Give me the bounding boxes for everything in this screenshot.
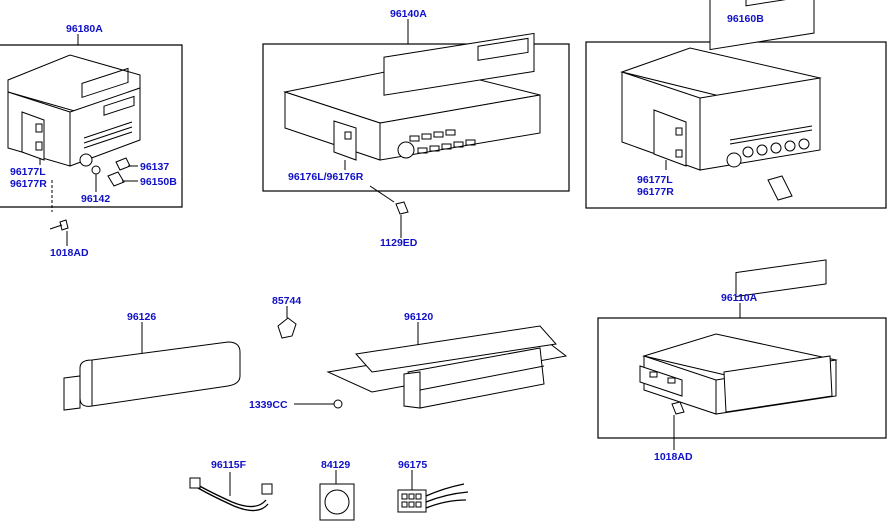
label-1018AD-top: 1018AD <box>50 247 89 259</box>
label-96160B: 96160B <box>727 13 764 25</box>
part-85744 <box>277 306 297 339</box>
label-96177L-left: 96177L <box>10 166 46 178</box>
part-96115F <box>189 472 273 512</box>
part-1339CC <box>294 399 343 409</box>
label-96126: 96126 <box>127 311 156 323</box>
assembly-96160B <box>585 0 887 209</box>
label-96120: 96120 <box>404 311 433 323</box>
label-96176L-96176R: 96176L/96176R <box>288 171 364 183</box>
assembly-96110A <box>597 259 887 450</box>
label-96115F: 96115F <box>211 459 247 471</box>
label-85744: 85744 <box>272 295 301 307</box>
label-84129: 84129 <box>321 459 350 471</box>
label-96137: 96137 <box>140 161 169 173</box>
label-96110A: 96110A <box>721 292 758 304</box>
label-96175: 96175 <box>398 459 427 471</box>
label-96177R-left: 96177R <box>10 178 47 190</box>
label-1018AD-bottom: 1018AD <box>654 451 693 463</box>
assembly-96180A <box>0 34 183 246</box>
assembly-96140A <box>262 19 570 238</box>
part-96126 <box>63 322 241 411</box>
part-96120 <box>326 322 568 409</box>
label-96142: 96142 <box>81 193 110 205</box>
label-96150B: 96150B <box>140 176 177 188</box>
label-1339CC: 1339CC <box>249 399 288 411</box>
part-84129 <box>319 470 355 521</box>
label-1129ED: 1129ED <box>380 237 418 249</box>
label-96180A: 96180A <box>66 23 103 35</box>
part-96175 <box>397 470 469 513</box>
label-96140A: 96140A <box>390 8 427 20</box>
label-96177R-right: 96177R <box>637 186 674 198</box>
label-96177L-right: 96177L <box>637 174 673 186</box>
